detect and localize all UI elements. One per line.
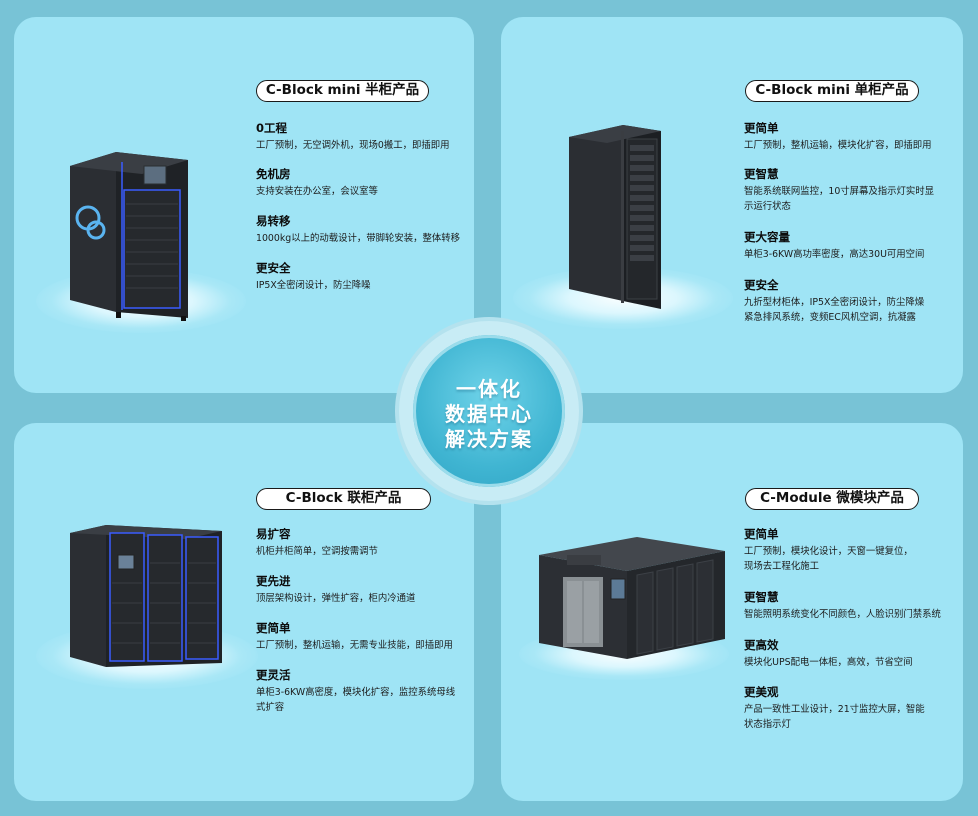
feature-desc: 模块化UPS配电一体柜，高效，节省空间 xyxy=(744,657,913,668)
feature-title: 更智慧 xyxy=(744,590,779,604)
feature-desc: 支持安装在办公室，会议室等 xyxy=(256,186,378,197)
product-title: C-Block mini 半柜产品 xyxy=(256,80,429,102)
feature-title: 0工程 xyxy=(256,121,288,135)
feature-item: 更智慧 智能照明系统变化不同颜色，人脸识别门禁系统 xyxy=(744,590,959,622)
feature-desc: 现场去工程化施工 xyxy=(744,561,820,572)
feature-item: 更安全 IP5X全密闭设计，防尘降噪 xyxy=(256,261,471,293)
feature-desc: 单柜3-6KW高密度，模块化扩容，监控系统母线 xyxy=(256,687,456,698)
feature-desc: 智能系统联网监控，10寸屏幕及指示灯实时显 xyxy=(744,186,935,197)
feature-desc: 智能照明系统变化不同颜色，人脸识别门禁系统 xyxy=(744,609,941,620)
feature-desc: 工厂预制，模块化设计，天窗一键复位， xyxy=(744,546,913,557)
feature-desc: 工厂预制，整机运输，无需专业技能，即插即用 xyxy=(256,640,453,651)
product-card-multi: C-Block 联柜产品 易扩容 机柜并柜简单，空调按需调节 更先进 顶层架构设… xyxy=(14,423,474,801)
feature-desc: 工厂预制，无空调外机，现场0搬工，即插即用 xyxy=(256,140,450,151)
center-line: 数据中心 xyxy=(445,402,533,426)
feature-title: 更简单 xyxy=(744,527,779,541)
cabinet-multi-image xyxy=(70,525,222,667)
feature-title: 更先进 xyxy=(256,574,291,588)
micro-module-image xyxy=(539,537,725,659)
feature-item: 易转移 1000kg以上的动载设计，带脚轮安装，整体转移 xyxy=(256,214,471,246)
feature-title: 更安全 xyxy=(744,278,779,292)
feature-item: 易扩容 机柜并柜简单，空调按需调节 xyxy=(256,527,471,559)
feature-item: 更简单 工厂预制，整机运输，无需专业技能，即插即用 xyxy=(256,621,471,653)
feature-item: 免机房 支持安装在办公室，会议室等 xyxy=(256,167,471,199)
feature-title: 更大容量 xyxy=(744,230,790,244)
feature-title: 易扩容 xyxy=(256,527,291,541)
feature-desc: 九折型材柜体，IP5X全密闭设计，防尘降燥 xyxy=(744,297,925,308)
feature-title: 更智慧 xyxy=(744,167,779,181)
feature-desc: 单柜3-6KW高功率密度，高达30U可用空间 xyxy=(744,249,925,260)
feature-desc: 1000kg以上的动载设计，带脚轮安装，整体转移 xyxy=(256,233,460,244)
feature-title: 更灵活 xyxy=(256,668,291,682)
feature-title: 更美观 xyxy=(744,685,779,699)
center-badge-inner: 一体化 数据中心 解决方案 xyxy=(413,335,565,487)
feature-item: 更高效 模块化UPS配电一体柜，高效，节省空间 xyxy=(744,638,959,670)
product-card-half: C-Block mini 半柜产品 0工程 工厂预制，无空调外机，现场0搬工，即… xyxy=(14,17,474,393)
feature-desc: 产品一致性工业设计，21寸监控大屏，智能 xyxy=(744,704,925,715)
feature-item: 更先进 顶层架构设计，弹性扩容，柜内冷通道 xyxy=(256,574,471,606)
feature-desc: 机柜并柜简单，空调按需调节 xyxy=(256,546,378,557)
product-title: C-Block 联柜产品 xyxy=(256,488,431,510)
product-title: C-Block mini 单柜产品 xyxy=(745,80,919,102)
feature-title: 免机房 xyxy=(256,167,291,181)
feature-title: 更简单 xyxy=(256,621,291,635)
cabinet-single-image xyxy=(569,125,661,309)
feature-desc: 顶层架构设计，弹性扩容，柜内冷通道 xyxy=(256,593,416,604)
feature-title: 易转移 xyxy=(256,214,291,228)
feature-item: 更大容量 单柜3-6KW高功率密度，高达30U可用空间 xyxy=(744,230,959,262)
center-badge: 一体化 数据中心 解决方案 xyxy=(399,321,579,501)
feature-title: 更安全 xyxy=(256,261,291,275)
product-card-module: C-Module 微模块产品 更简单 工厂预制，模块化设计，天窗一键复位， 现场… xyxy=(501,423,963,801)
product-title: C-Module 微模块产品 xyxy=(745,488,919,510)
feature-title: 更高效 xyxy=(744,638,779,652)
feature-title: 更简单 xyxy=(744,121,779,135)
feature-item: 更美观 产品一致性工业设计，21寸监控大屏，智能 状态指示灯 xyxy=(744,685,959,732)
feature-desc: 状态指示灯 xyxy=(744,719,791,730)
product-card-single: C-Block mini 单柜产品 更简单 工厂预制，整机运输，模块化扩容，即插… xyxy=(501,17,963,393)
feature-item: 更简单 工厂预制，整机运输，模块化扩容，即插即用 xyxy=(744,121,959,153)
feature-item: 更简单 工厂预制，模块化设计，天窗一键复位， 现场去工程化施工 xyxy=(744,527,959,574)
feature-desc: 示运行状态 xyxy=(744,201,791,212)
feature-item: 0工程 工厂预制，无空调外机，现场0搬工，即插即用 xyxy=(256,121,471,153)
feature-item: 更安全 九折型材柜体，IP5X全密闭设计，防尘降燥 紧急排风系统，变频EC风机空… xyxy=(744,278,959,325)
feature-desc: 工厂预制，整机运输，模块化扩容，即插即用 xyxy=(744,140,932,151)
center-line: 解决方案 xyxy=(445,427,533,451)
feature-item: 更智慧 智能系统联网监控，10寸屏幕及指示灯实时显 示运行状态 xyxy=(744,167,959,214)
feature-desc: 紧急排风系统，变频EC风机空调，抗凝露 xyxy=(744,312,916,323)
center-line: 一体化 xyxy=(456,377,522,401)
cabinet-half-image xyxy=(70,152,188,321)
feature-desc: IP5X全密闭设计，防尘降噪 xyxy=(256,280,371,291)
feature-desc: 式扩容 xyxy=(256,702,285,713)
feature-item: 更灵活 单柜3-6KW高密度，模块化扩容，监控系统母线 式扩容 xyxy=(256,668,471,715)
